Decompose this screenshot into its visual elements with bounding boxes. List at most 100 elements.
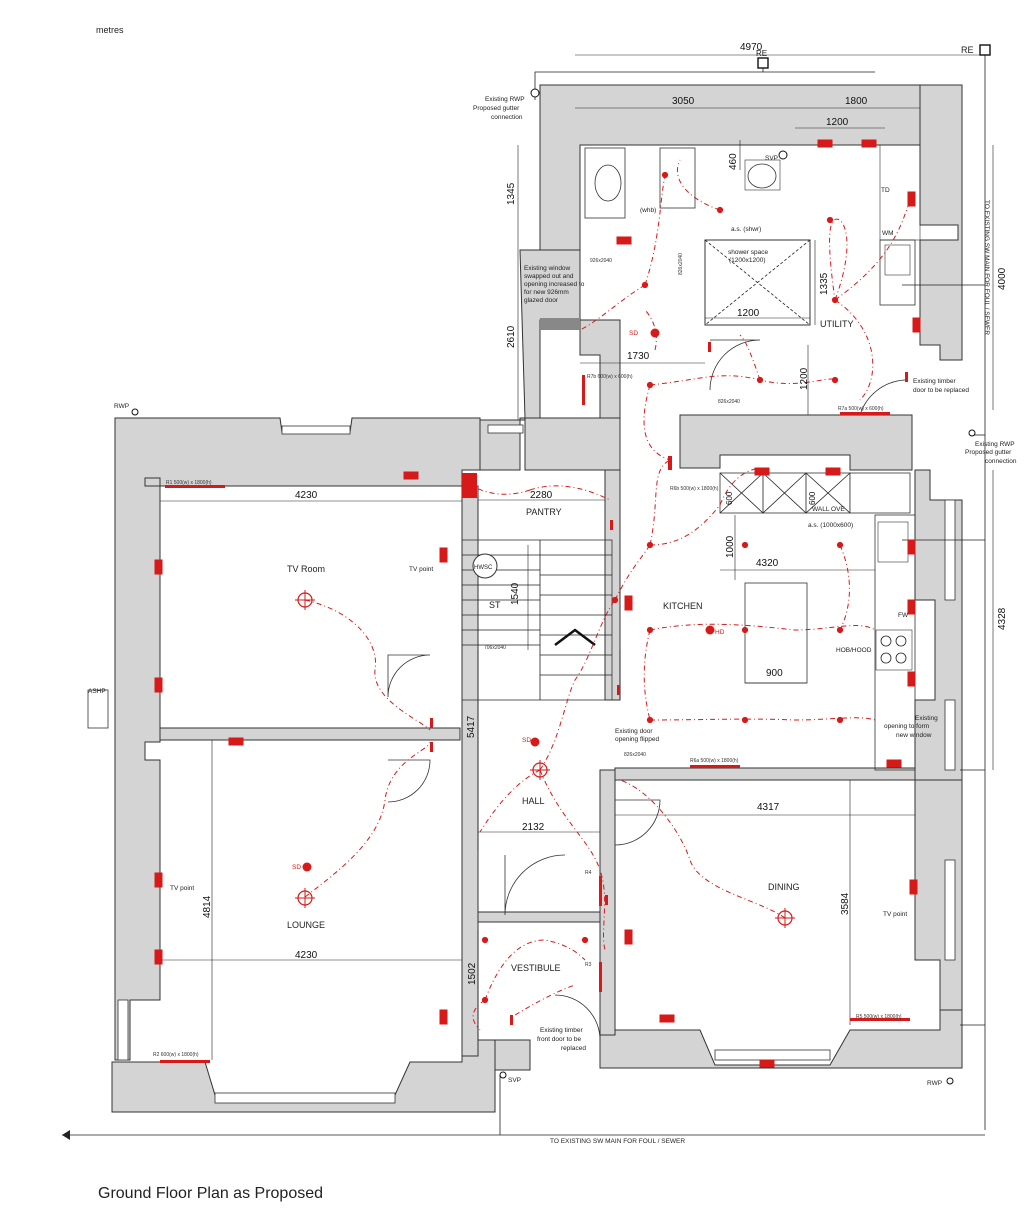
- drainage: [62, 44, 991, 1140]
- r1-label: R1 500(w) x 1800(h): [166, 480, 212, 486]
- dim-4230-tv: 4230: [295, 490, 318, 501]
- downlights: [481, 171, 844, 1004]
- note-front-door-3: replaced: [561, 1045, 586, 1052]
- basin-bowl: [594, 164, 622, 202]
- note-new-window-2: opening to form: [884, 723, 929, 730]
- note-gutter-top-2: Proposed gutter: [473, 105, 520, 112]
- room-labels: TV Room LOUNGE PANTRY ST KITCHEN HALL DI…: [287, 249, 854, 973]
- rwp-bottom-label: RWP: [927, 1080, 942, 1087]
- room-vestibule: VESTIBULE: [511, 963, 561, 973]
- window-kitchen-new: [944, 699, 956, 771]
- fixture-labels: RE RE RWP RWP SVP SVP ASHP HWSC TV point…: [88, 45, 974, 1087]
- re-top-label: RE: [756, 49, 767, 58]
- sockets: [154, 139, 921, 1068]
- note-front-door-1: Existing timber: [540, 1027, 583, 1034]
- wall-kitchen-left: [604, 469, 621, 701]
- door-front: [554, 994, 601, 1041]
- hd-label: HD: [715, 629, 725, 636]
- wall-vestibule-top: [477, 911, 601, 923]
- room-lounge: LOUNGE: [287, 920, 325, 930]
- room-hall: HALL: [522, 796, 545, 806]
- note-gutter-top-3: connection: [491, 114, 523, 121]
- note-window-3: opening increased to: [524, 281, 585, 288]
- note-timber-util-2: door to be replaced: [913, 387, 969, 394]
- wall-hall-top: [524, 417, 621, 471]
- door-vestibule: [504, 854, 566, 916]
- electrical-circuits: [304, 159, 911, 1031]
- note-window-4: for new 926mm: [524, 289, 569, 296]
- hwsc-cylinder: [472, 553, 498, 579]
- door-utility: [709, 339, 761, 391]
- kitchen-sink: [877, 521, 909, 563]
- note-window-5: glazed door: [524, 297, 559, 304]
- door-926-label: 926x2040: [590, 258, 612, 264]
- smoke-detectors: [302, 328, 715, 872]
- note-front-door-2: front door to be: [537, 1036, 581, 1043]
- whb-label: (whb): [640, 207, 656, 214]
- dim-1335: 1335: [819, 272, 830, 295]
- utility-worktop: [879, 144, 921, 241]
- sd-utility-label: SD: [629, 330, 638, 337]
- ceiling-light-dining: [775, 908, 795, 928]
- dim-4814: 4814: [202, 895, 213, 918]
- doors: [387, 339, 906, 1041]
- dim-4317: 4317: [757, 802, 780, 813]
- wm-label: WM: [882, 230, 894, 237]
- note-new-window-1: Existing: [915, 715, 938, 722]
- window-dining-side: [944, 859, 956, 961]
- window-dining: [714, 1049, 831, 1061]
- toilet: [659, 147, 696, 209]
- ceiling-light-hall: [530, 760, 550, 780]
- wall-left: [114, 417, 481, 1061]
- wall-kitchen-top: [679, 414, 913, 471]
- dim-3584: 3584: [840, 892, 851, 915]
- dim-4230-lounge: 4230: [295, 950, 318, 961]
- svp-marker: [499, 1071, 507, 1079]
- as-1000-label: a.s. (1000x600): [808, 522, 853, 529]
- hatch-red: [462, 473, 477, 498]
- room-tv: TV Room: [287, 564, 325, 574]
- dim-1200-util: 1200: [799, 367, 810, 390]
- r6b-label: R6b 500(w) x 1800(h): [670, 486, 719, 492]
- ceiling-light-tv: [295, 590, 315, 610]
- shower-size-label: (1200x1200): [729, 257, 766, 264]
- fixtures: [87, 144, 921, 771]
- wall-bathroom-left: [479, 249, 581, 471]
- door-826-top-label: 826x2040: [718, 399, 740, 405]
- windows: [117, 424, 956, 1104]
- wall-tv-lounge: [159, 727, 461, 741]
- plan-title: Ground Floor Plan as Proposed: [98, 1185, 324, 1202]
- r2-label: R2 600(w) x 1800(h): [153, 1052, 199, 1058]
- door-706-label: 706x2040: [484, 645, 506, 651]
- note-flip-1: Existing door: [615, 728, 653, 735]
- dim-1345: 1345: [506, 182, 517, 205]
- r3-label: R3: [585, 962, 592, 968]
- dim-1730: 1730: [627, 351, 650, 362]
- dim-2132: 2132: [522, 822, 545, 833]
- window-lounge: [214, 1092, 396, 1104]
- rwp-bottom-marker: [946, 1077, 954, 1085]
- wall-utility-right: [919, 84, 963, 361]
- svp-top-label: SVP: [765, 155, 778, 162]
- dim-1540: 1540: [510, 582, 521, 605]
- room-kitchen: KITCHEN: [663, 601, 703, 611]
- window-hall: [487, 424, 524, 434]
- note-timber-util-1: Existing timber: [913, 378, 956, 385]
- basin: [584, 147, 626, 219]
- window-tv: [281, 425, 351, 435]
- hatching: [462, 318, 580, 498]
- dim-3050: 3050: [672, 96, 695, 107]
- kitchen-wall-units: [719, 472, 911, 514]
- hwsc-label: HWSC: [474, 565, 493, 571]
- dim-1000: 1000: [725, 535, 736, 558]
- r6a-label: R6a 500(w) x 1800(h): [690, 758, 739, 764]
- units-label: metres: [96, 25, 124, 35]
- dim-600a: 600: [725, 491, 734, 505]
- r4-label: R4: [585, 870, 592, 876]
- dim-1800: 1800: [845, 96, 868, 107]
- tv-point-tv-label: TV point: [409, 566, 433, 573]
- dim-1200-shower: 1200: [737, 308, 760, 319]
- dim-1200-top: 1200: [826, 117, 849, 128]
- switches: [430, 342, 908, 1025]
